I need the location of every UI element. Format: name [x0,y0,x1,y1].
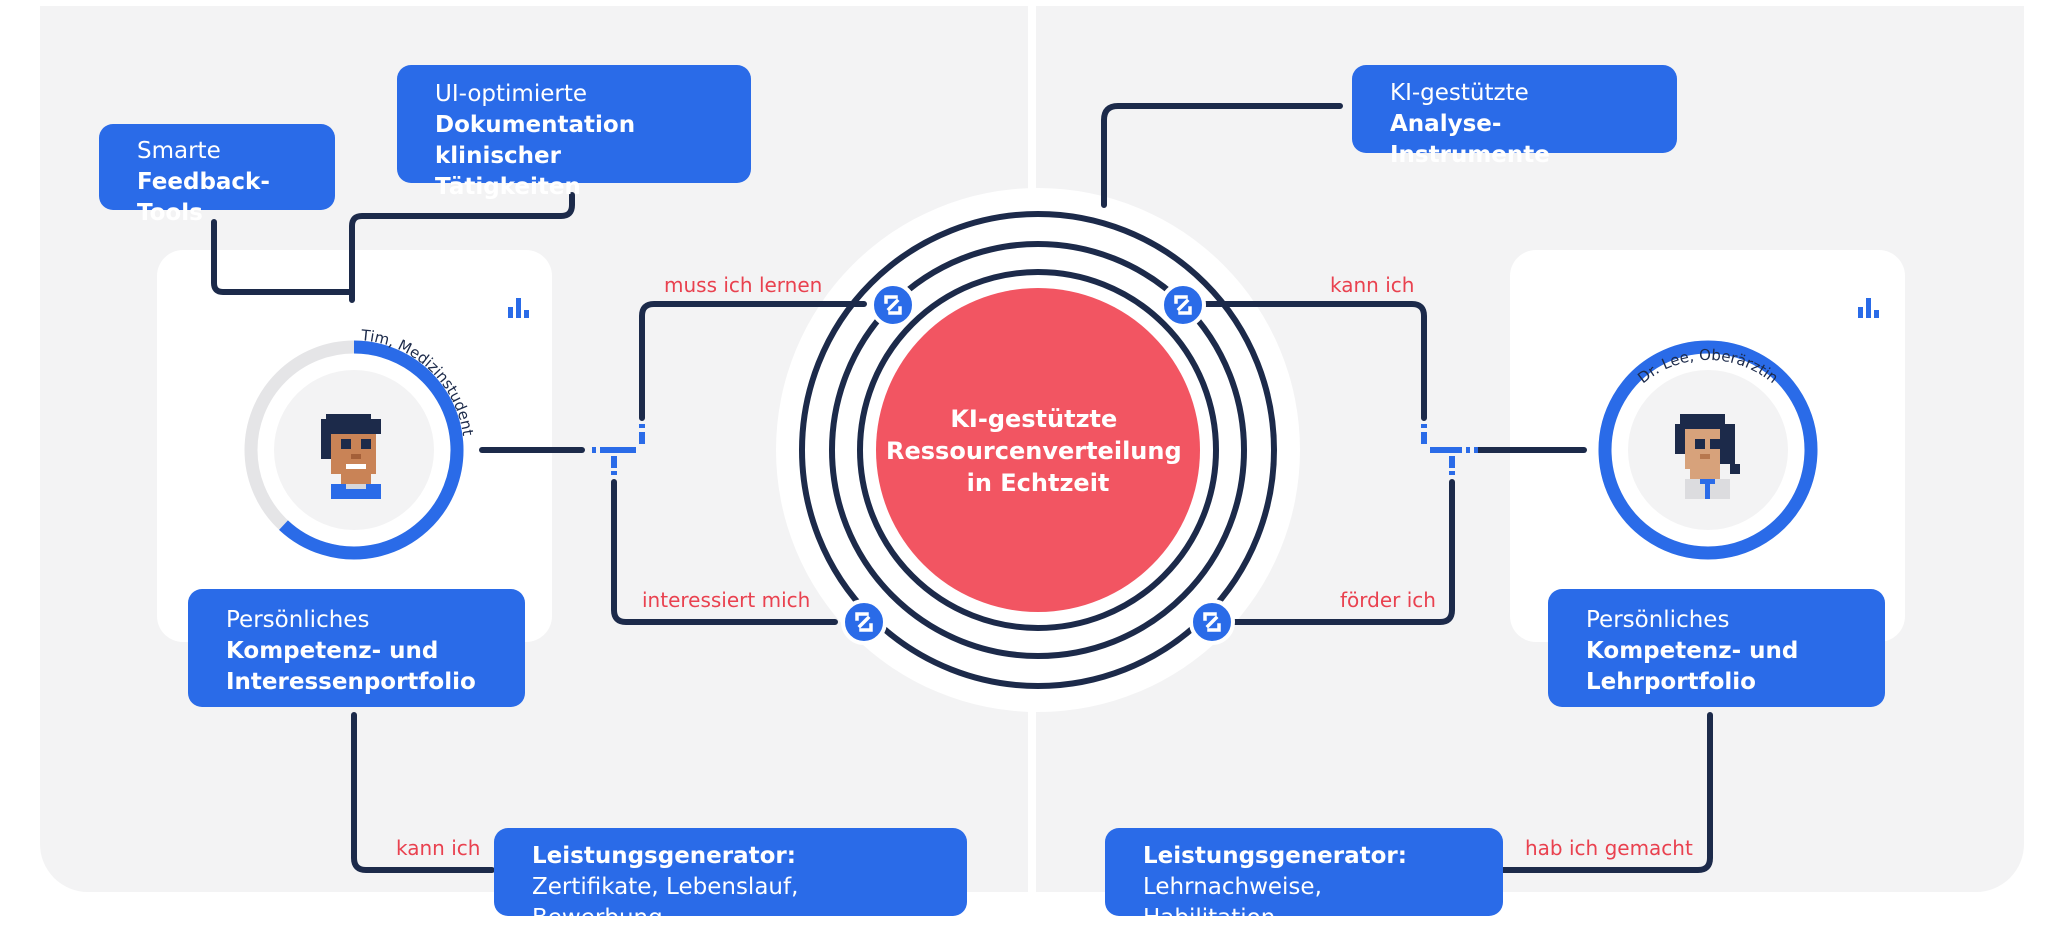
connector-left-generator [351,712,495,873]
right-portfolio-title-1: Kompetenz- und [1586,638,1799,664]
label-foster: förder ich [1340,588,1436,612]
analysis-tools-title: Analyse-Instrumente [1390,111,1550,168]
analysis-tools-line1: KI-gestützte [1390,80,1529,106]
feedback-tools-line1: Smarte [137,138,221,164]
right-generator-title: Leistungsgenerator: [1143,843,1407,869]
connector-must-learn [639,301,867,421]
right-progress-ring [1598,340,1818,560]
feedback-tools-box: Smarte Feedback-Tools [99,124,335,226]
sync-icon [1160,282,1206,328]
center-title-line-2: Ressourcenverteilung [886,437,1182,465]
feedback-tools-title: Feedback-Tools [137,169,270,226]
left-portfolio-line1: Persönliches [226,607,370,633]
center-core [876,288,1200,612]
left-portfolio-title-1: Kompetenz- und [226,638,439,664]
doctor-pixel-icon [1675,414,1740,499]
student-pixel-icon [321,414,381,499]
label-interested: interessiert mich [642,588,811,612]
left-generator-items: Zertifikate, Lebenslauf, Bewerbung, ... [532,874,799,931]
center-ring-middle [829,241,1247,659]
sync-icon [870,282,916,328]
connector-foster [1228,479,1455,625]
left-progress-ring [279,340,464,560]
connector-feedback [211,219,355,295]
center-title-line-3: in Echtzeit [967,469,1110,497]
connector-documentation [349,192,575,303]
center-title: KI-gestützte Ressourcenverteilung in Ech… [886,405,1190,497]
documentation-title-1: Dokumentation [435,112,636,138]
sync-icon [1189,599,1235,645]
left-avatar: Tim, Medizinstudent [244,298,529,560]
center-ring-inner [857,269,1219,631]
connector-interested [611,479,838,625]
documentation-line1: UI-optimierte [435,81,587,107]
connector-analysis [1101,103,1343,208]
label-must-learn: muss ich lernen [664,273,823,297]
right-avatar: Dr. Lee, Oberärztin [1598,298,1879,560]
documentation-box: UI-optimierte Dokumentation klinischer T… [397,65,751,200]
connector-can-do [1199,301,1427,421]
documentation-title-2: klinischer Tätigkeiten [435,143,581,200]
center-ring-outer [799,211,1277,689]
right-portfolio-box: Persönliches Kompetenz- und Lehrportfoli… [1548,589,1885,707]
label-have-done: hab ich gemacht [1525,836,1693,860]
label-right-can-do: kann ich [1330,273,1415,297]
right-generator-items: Lehrnachweise, Habilitation, ... [1143,874,1322,931]
center-title-line-1: KI-gestützte [950,405,1117,433]
sync-icon [841,599,887,645]
bar-chart-icon [508,298,529,318]
label-left-can-do: kann ich [396,836,481,860]
left-portfolio-title-2: Interessenportfolio [226,669,476,695]
left-generator-box: Leistungsgenerator: Zertifikate, Lebensl… [494,828,967,931]
analysis-tools-box: KI-gestützte Analyse-Instrumente [1352,65,1677,168]
bar-chart-icon [1858,298,1879,318]
right-portfolio-line1: Persönliches [1586,607,1730,633]
left-generator-title: Leistungsgenerator: [532,843,796,869]
right-junction [1421,424,1478,475]
connector-right-generator [1497,712,1713,873]
right-portfolio-title-2: Lehrportfolio [1586,669,1756,695]
left-portfolio-box: Persönliches Kompetenz- und Interessenpo… [188,589,525,707]
right-generator-box: Leistungsgenerator: Lehrnachweise, Habil… [1105,828,1503,931]
left-junction [592,424,645,475]
